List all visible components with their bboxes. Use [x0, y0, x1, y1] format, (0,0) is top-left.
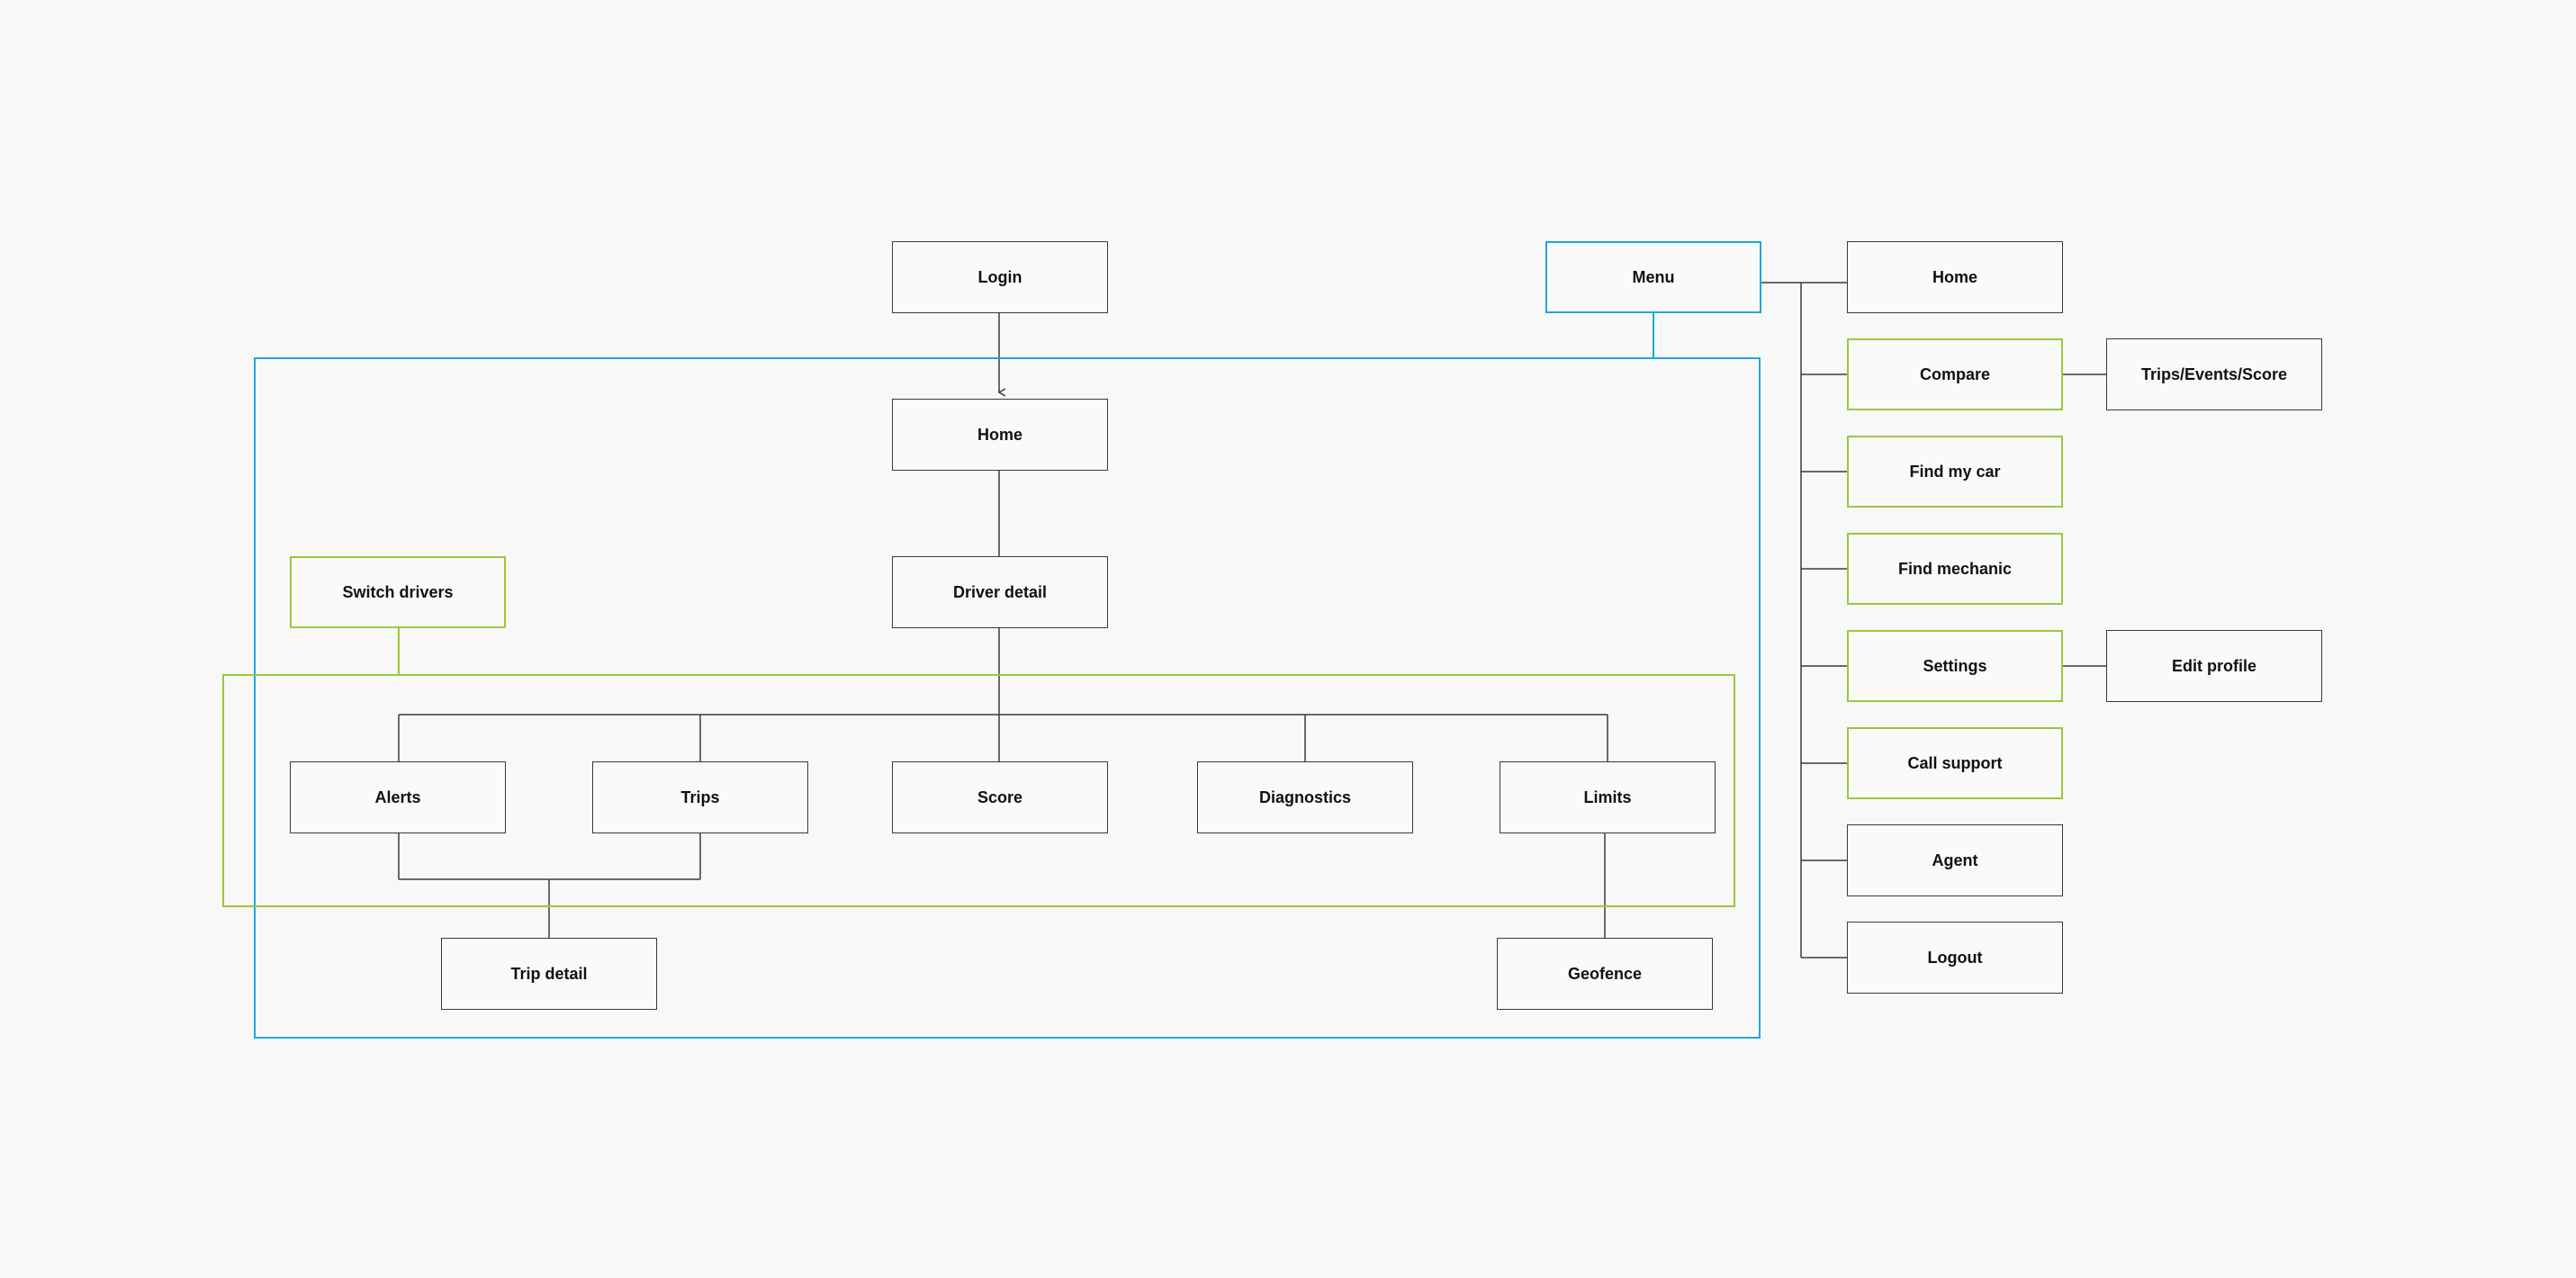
- find-my-car-node[interactable]: Find my car: [1847, 436, 2063, 508]
- diagnostics-node[interactable]: Diagnostics: [1197, 761, 1413, 833]
- trip-detail-node[interactable]: Trip detail: [441, 938, 657, 1010]
- login-node[interactable]: Login: [892, 241, 1108, 313]
- trips-node[interactable]: Trips: [592, 761, 808, 833]
- call-support-node[interactable]: Call support: [1847, 727, 2063, 799]
- menu-node[interactable]: Menu: [1545, 241, 1761, 313]
- agent-node[interactable]: Agent: [1847, 824, 2063, 896]
- menu-scope-frame: [254, 357, 1761, 1039]
- score-node[interactable]: Score: [892, 761, 1108, 833]
- switch-drivers-scope-frame: [222, 674, 1735, 907]
- home-node[interactable]: Home: [892, 399, 1108, 471]
- limits-node[interactable]: Limits: [1500, 761, 1716, 833]
- find-mechanic-node[interactable]: Find mechanic: [1847, 533, 2063, 605]
- switch-drivers-node[interactable]: Switch drivers: [290, 556, 506, 628]
- trips-events-score-node[interactable]: Trips/Events/Score: [2106, 338, 2322, 410]
- edit-profile-node[interactable]: Edit profile: [2106, 630, 2322, 702]
- geofence-node[interactable]: Geofence: [1497, 938, 1713, 1010]
- menu-home-node[interactable]: Home: [1847, 241, 2063, 313]
- alerts-node[interactable]: Alerts: [290, 761, 506, 833]
- compare-node[interactable]: Compare: [1847, 338, 2063, 410]
- logout-node[interactable]: Logout: [1847, 922, 2063, 994]
- driver-detail-node[interactable]: Driver detail: [892, 556, 1108, 628]
- settings-node[interactable]: Settings: [1847, 630, 2063, 702]
